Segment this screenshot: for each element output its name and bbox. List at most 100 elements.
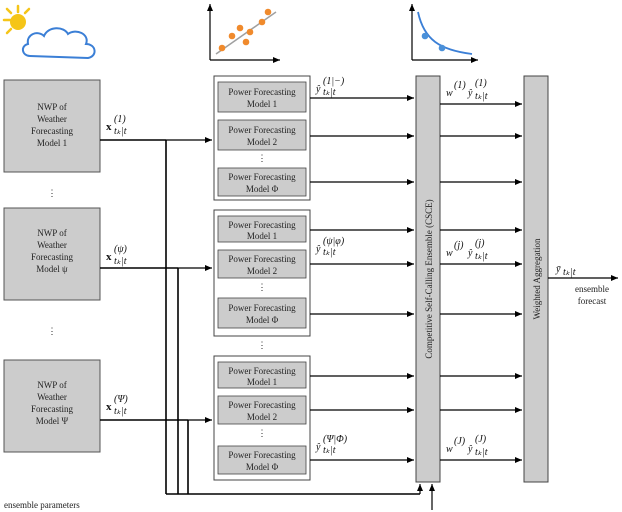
nwp-vdots-2: ⋮ [48, 326, 57, 336]
forecast-group-2: Power Forecasting Model 1 Power Forecast… [213, 209, 311, 337]
svg-text:⋮: ⋮ [258, 282, 267, 292]
svg-text:tₖ|t: tₖ|t [114, 406, 127, 417]
pf-g1-m2-line2: Model 2 [247, 137, 277, 147]
svg-text:tₖ|t: tₖ|t [114, 256, 127, 267]
svg-text:(1|−): (1|−) [323, 76, 345, 87]
svg-text:Power Forecasting: Power Forecasting [228, 366, 296, 376]
svg-text:ŷ: ŷ [467, 88, 473, 99]
forecast-output-label-1: ŷ (1|−) tₖ|t [315, 76, 345, 98]
svg-text:Model 1: Model 1 [247, 231, 277, 241]
weighted-label-1: w (1) ŷ (1) tₖ|t [446, 78, 488, 102]
svg-text:(1): (1) [454, 80, 466, 91]
to-aggregation-arrows [440, 101, 522, 463]
to-csce-arrows [310, 95, 414, 463]
group-vdots: ⋮ [258, 340, 267, 350]
pf-g1-m1-line1: Power Forecasting [228, 87, 296, 97]
svg-text:Power Forecasting: Power Forecasting [228, 220, 296, 230]
svg-text:(Ψ|Φ): (Ψ|Φ) [323, 434, 348, 445]
svg-text:ŷ: ŷ [315, 244, 321, 255]
pf-g1-m2-line1: Power Forecasting [228, 125, 296, 135]
svg-text:ŷ: ŷ [467, 444, 473, 455]
cloud-icon [22, 27, 96, 60]
input-label-1: x (1) tₖ|t [106, 114, 127, 137]
svg-text:w: w [446, 248, 453, 259]
nwp-Psi-line-3: Forecasting [31, 404, 73, 414]
weighted-label-j: w (j) ŷ (j) tₖ|t [446, 238, 488, 262]
csce-label: Competitive Self-Calling Ensemble (CSCE) [424, 199, 434, 358]
nwp-1-line-2: Weather [37, 114, 67, 124]
svg-text:Power Forecasting: Power Forecasting [228, 400, 296, 410]
nwp-psi-line-2: Weather [37, 240, 67, 250]
svg-text:Model 2: Model 2 [247, 412, 277, 422]
svg-text:tₖ|t: tₖ|t [323, 247, 336, 258]
svg-text:(1): (1) [114, 114, 126, 125]
forecast-output-label-2: ŷ (ψ|φ) tₖ|t [315, 236, 345, 258]
ensemble-forecast-label-1: ensemble [575, 284, 609, 294]
svg-text:w: w [446, 444, 453, 455]
svg-text:tₖ|t: tₖ|t [323, 445, 336, 456]
svg-text:x: x [106, 251, 112, 263]
svg-text:x: x [106, 401, 112, 413]
sun-icon [2, 4, 31, 35]
svg-text:tₖ|t: tₖ|t [475, 251, 488, 262]
svg-text:⋮: ⋮ [258, 428, 267, 438]
ensemble-parameters-label: ensemble parameters [4, 500, 80, 510]
weighted-label-J: w (J) ŷ (J) tₖ|t [446, 434, 488, 458]
nwp-psi-line-4: Model ψ [36, 264, 68, 274]
svg-text:(j): (j) [475, 238, 485, 249]
forecast-group-1: Power Forecasting Model 1 Power Forecast… [213, 75, 311, 201]
feed-arrows [166, 137, 212, 423]
svg-text:(j): (j) [454, 240, 464, 251]
aggregation-label: Weighted Aggregation [532, 238, 542, 320]
weather-icon [2, 4, 96, 60]
svg-text:(J): (J) [454, 436, 466, 447]
svg-text:Power Forecasting: Power Forecasting [228, 254, 296, 264]
svg-text:(1): (1) [475, 78, 487, 89]
svg-text:ŷ: ŷ [467, 248, 473, 259]
svg-text:(J): (J) [475, 434, 487, 445]
nwp-vdots-1: ⋮ [48, 188, 57, 198]
input-label-Psi: x (Ψ) tₖ|t [106, 394, 128, 417]
svg-text:(Ψ): (Ψ) [114, 394, 128, 405]
svg-text:ȳ: ȳ [555, 264, 561, 275]
scatter-plot-icon [207, 4, 280, 63]
svg-text:(ψ): (ψ) [114, 244, 128, 255]
svg-text:Model Φ: Model Φ [246, 315, 279, 325]
nwp-connectors [100, 139, 420, 495]
pf-g1-m1-line2: Model 1 [247, 99, 277, 109]
nwp-1-line-4: Model 1 [37, 138, 67, 148]
svg-text:tₖ|t: tₖ|t [475, 447, 488, 458]
nwp-1-line-1: NWP of [37, 102, 66, 112]
svg-text:tₖ|t: tₖ|t [114, 126, 127, 137]
input-label-psi: x (ψ) tₖ|t [106, 244, 128, 267]
svg-text:ŷ: ŷ [315, 84, 321, 95]
nwp-Psi-line-1: NWP of [37, 380, 66, 390]
pf-g1-m3-line2: Model Φ [246, 184, 279, 194]
csce-block: Competitive Self-Calling Ensemble (CSCE) [415, 75, 441, 483]
ensemble-forecast-label-2: forecast [578, 296, 607, 306]
nwp-1-line-3: Forecasting [31, 126, 73, 136]
svg-text:(ψ|φ): (ψ|φ) [323, 236, 345, 247]
svg-text:tₖ|t: tₖ|t [475, 91, 488, 102]
forecast-output-label-3: ŷ (Ψ|Φ) tₖ|t [315, 434, 348, 456]
svg-text:Model 1: Model 1 [247, 377, 277, 387]
nwp-box-Psi: NWP of Weather Forecasting Model Ψ [3, 359, 101, 453]
svg-text:Model Φ: Model Φ [246, 462, 279, 472]
svg-text:tₖ|t: tₖ|t [323, 87, 336, 98]
final-output-label: ȳ tₖ|t [555, 264, 576, 278]
svg-text:⋮: ⋮ [258, 153, 267, 163]
nwp-box-1: NWP of Weather Forecasting Model 1 [3, 79, 101, 173]
nwp-box-psi: NWP of Weather Forecasting Model ψ [3, 207, 101, 301]
decay-curve-icon [409, 4, 478, 63]
svg-text:tₖ|t: tₖ|t [563, 267, 576, 278]
svg-text:Power Forecasting: Power Forecasting [228, 450, 296, 460]
svg-text:Model 2: Model 2 [247, 266, 277, 276]
svg-text:Power Forecasting: Power Forecasting [228, 303, 296, 313]
forecast-group-3: Power Forecasting Model 1 Power Forecast… [213, 355, 311, 481]
nwp-Psi-line-2: Weather [37, 392, 67, 402]
nwp-psi-line-1: NWP of [37, 228, 66, 238]
parameter-arrows [417, 484, 435, 510]
pf-g1-m3-line1: Power Forecasting [228, 172, 296, 182]
nwp-psi-line-3: Forecasting [31, 252, 73, 262]
